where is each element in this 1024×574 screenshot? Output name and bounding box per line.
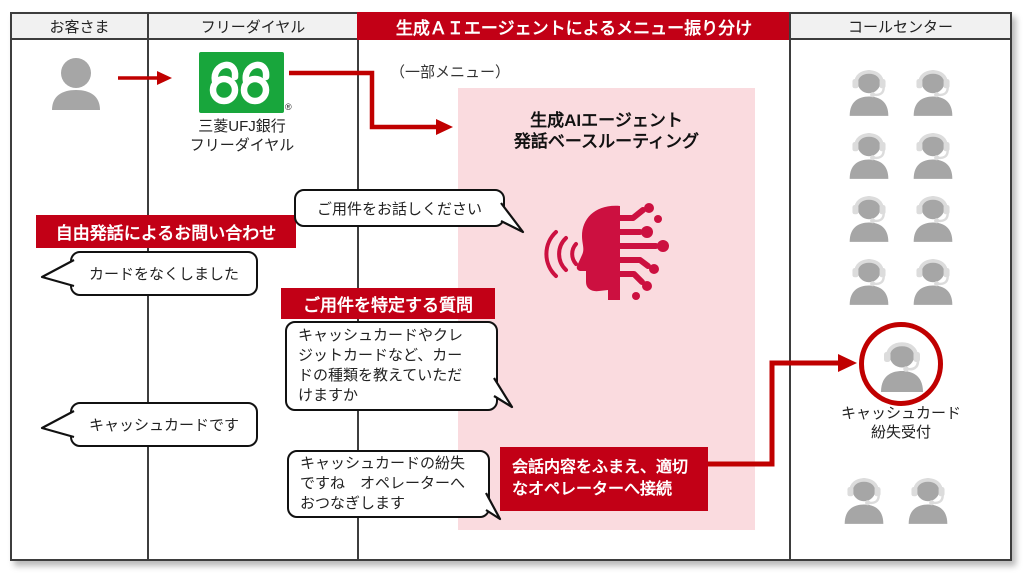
operator-headset-icon [908, 478, 948, 524]
selected-operator-label: キャッシュカード 紛失受付 [840, 405, 961, 441]
operator [846, 253, 892, 307]
selected-operator [877, 337, 927, 393]
operator-headset-icon [881, 342, 923, 392]
lane-header-customer-label: お客さま [49, 18, 110, 36]
lane-header-callcenter-label: コールセンター [847, 18, 953, 36]
operator-headset-icon [849, 196, 889, 242]
operator [910, 127, 956, 181]
operator-headset-icon [849, 70, 889, 116]
speech-bubble-ai-transfer-notice: キャッシュカードの紛失 ですね オペレーターへ おつなぎします [287, 450, 490, 518]
operator-headset-icon [913, 196, 953, 242]
operator [910, 253, 956, 307]
operator [910, 190, 956, 244]
lane-header-customer: お客さま [10, 12, 149, 40]
speech-bubble-ai-card-type-question: キャッシュカードやクレ ジットカードなど、カー ドの種類を教えていただ けますか [285, 321, 498, 411]
operator [846, 190, 892, 244]
operator-headset-icon [849, 133, 889, 179]
lane-header-ai-menu-label: 生成ＡＩエージェントによるメニュー振り分け [395, 18, 753, 38]
partial-menu-note: （一部メニュー） [390, 64, 511, 81]
operator [910, 64, 956, 118]
operator-grid [846, 64, 956, 307]
ai-voice-head-icon [544, 203, 669, 300]
registered-trademark-symbol: ® [285, 102, 292, 112]
speech-bubble-customer-cash-card: キャッシュカードです [70, 402, 258, 447]
operator-headset-icon [849, 259, 889, 305]
freedial-brand-label: 三菱UFJ銀行 フリーダイヤル [189, 118, 295, 154]
operator [846, 127, 892, 181]
operator [846, 64, 892, 118]
operator-headset-icon [913, 133, 953, 179]
speech-bubble-ai-prompt: ご用件をお話しください [294, 189, 505, 227]
lane-header-callcenter: コールセンター [789, 12, 1012, 40]
lane-header-freedial: フリーダイヤル [147, 12, 359, 40]
ai-routing-title: 生成AIエージェント 発話ベースルーティング [513, 111, 700, 151]
speech-bubble-customer-lost-card: カードをなくしました [70, 251, 258, 296]
free-speech-inquiry-label: 自由発話によるお問い合わせ [36, 215, 296, 248]
lane-header-ai-menu: 生成ＡＩエージェントによるメニュー振り分け [357, 12, 791, 40]
connect-to-operator-label: 会話内容をふまえ、適切 なオペレーターへ接続 [500, 447, 708, 511]
operator [905, 472, 951, 526]
operator-headset-icon [844, 478, 884, 524]
column-divider [147, 39, 149, 560]
operator-headset-icon [913, 70, 953, 116]
operator-headset-icon [913, 259, 953, 305]
customer-person-icon [52, 58, 100, 110]
column-divider [789, 39, 791, 560]
clarifying-question-label: ご用件を特定する質問 [281, 288, 495, 319]
freedial-logo-icon [199, 52, 284, 113]
operator [841, 472, 887, 526]
lane-header-freedial-label: フリーダイヤル [200, 18, 306, 36]
